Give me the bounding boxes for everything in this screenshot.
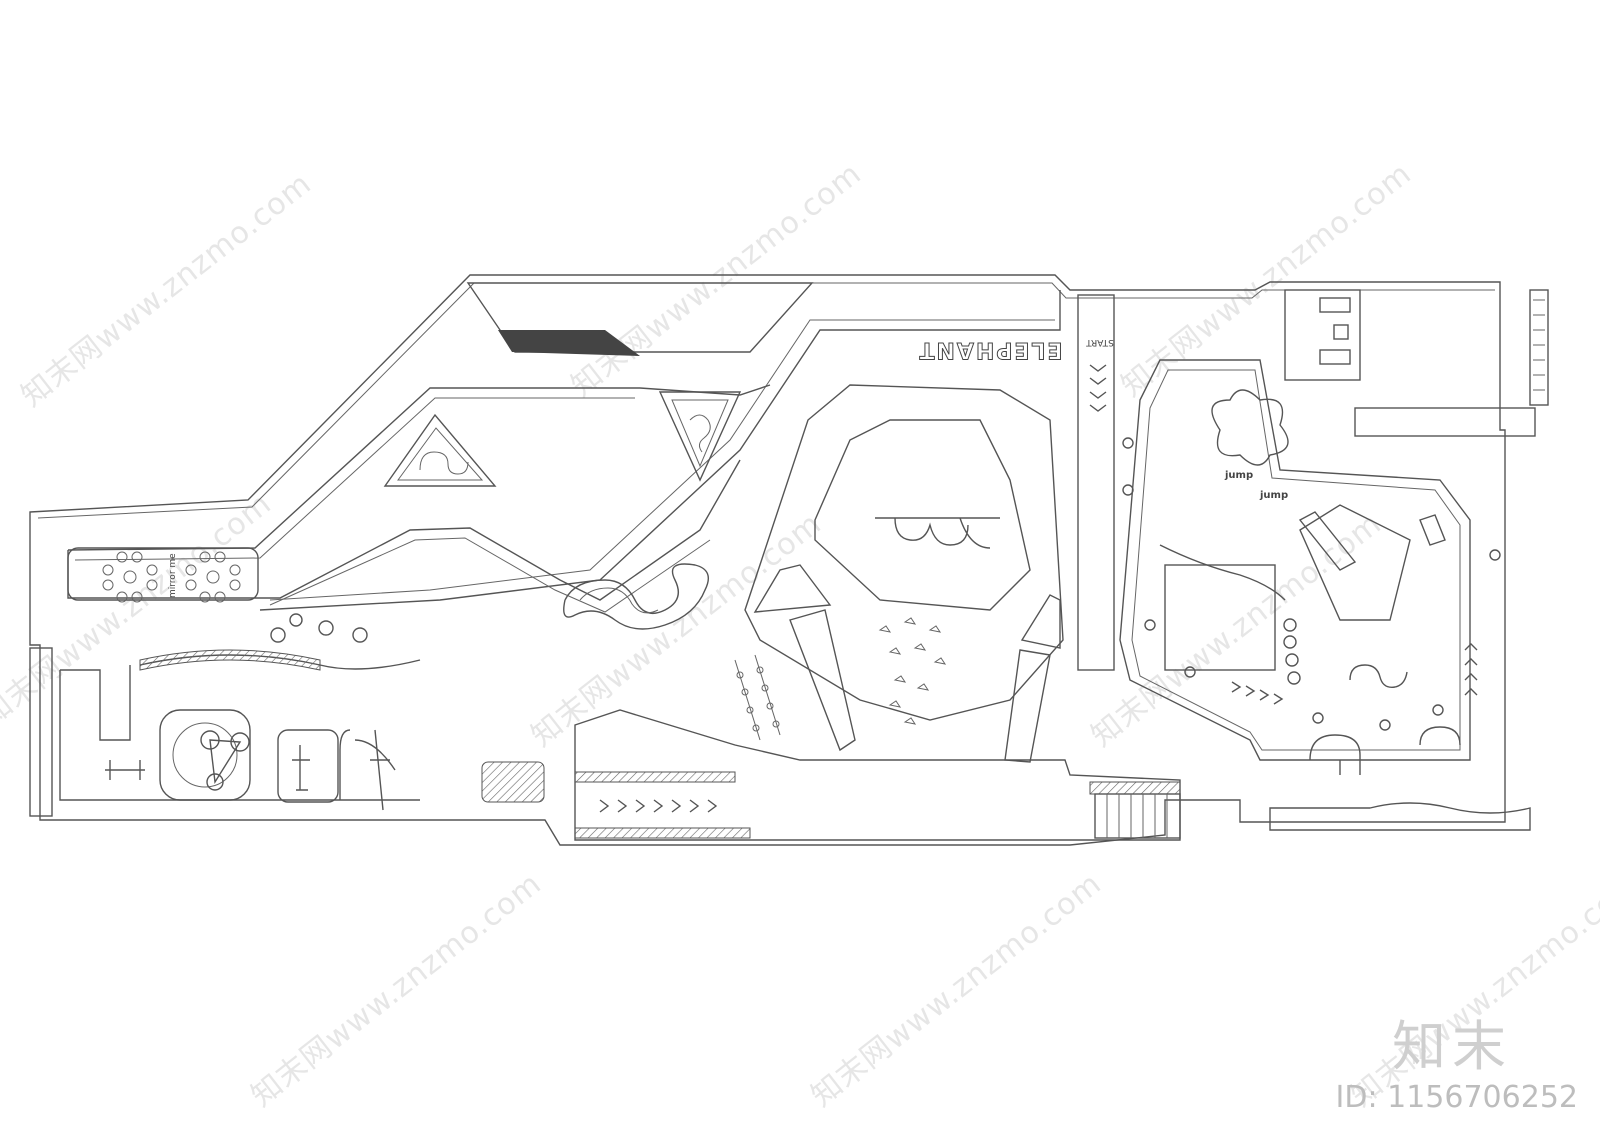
pit-area <box>1164 564 1276 671</box>
banner-label: ELEPHANT <box>917 337 1062 362</box>
ball-icon <box>1432 704 1444 716</box>
rope-course <box>1159 544 1286 601</box>
cycle-ring <box>172 722 238 788</box>
chevron-column-right <box>1464 643 1478 696</box>
flower-icon <box>1211 389 1289 466</box>
ball-icon <box>1144 619 1156 631</box>
logo-mark <box>689 414 711 453</box>
chevron-column <box>1089 364 1107 412</box>
left-wall <box>29 647 53 817</box>
lever-icon <box>105 760 145 780</box>
machine-icon <box>292 745 310 791</box>
rope-ladder <box>734 654 781 741</box>
button-column <box>1283 618 1301 685</box>
machine-room-2 <box>339 729 396 800</box>
slide-ramp-left <box>789 609 856 752</box>
treadmill-icon <box>1319 349 1351 365</box>
slide-triangle-right <box>1020 594 1061 649</box>
banner-path-inner <box>269 319 1055 601</box>
lower-platform <box>574 709 1181 841</box>
ball-icon <box>1122 484 1134 496</box>
stair-lines <box>1106 794 1168 838</box>
elephant-icon <box>1419 726 1461 746</box>
path-lane-3 <box>67 459 741 601</box>
ball-icon <box>1122 437 1134 449</box>
ramp-dark <box>498 330 640 356</box>
logo-large <box>563 563 709 630</box>
button-circle <box>352 627 368 643</box>
ball-icon <box>1184 666 1196 678</box>
triangle-pad-1-inner <box>397 427 484 481</box>
mirror-pad <box>67 547 259 601</box>
elephant-icon <box>1309 734 1361 775</box>
slide-triangle-left <box>753 564 832 613</box>
ball-icon <box>1379 719 1391 731</box>
vertical-rack <box>1529 289 1549 406</box>
triangle-pad-2 <box>658 391 742 482</box>
button-circle <box>270 627 286 643</box>
gear-track-hatch <box>139 649 321 671</box>
slide-ramp-right <box>1004 649 1051 763</box>
button-circle <box>318 620 334 636</box>
hatched-strip-bottom <box>574 827 751 839</box>
arrow-row <box>599 799 718 813</box>
banner-path <box>259 290 1061 611</box>
path-lane-4 <box>269 537 711 613</box>
triangle-island <box>1299 504 1411 621</box>
cycle-room <box>159 709 251 801</box>
triangle-pad-2-inner <box>671 399 729 468</box>
bike-icon <box>200 730 250 791</box>
jump-label-1: jump <box>1224 470 1253 481</box>
central-zone <box>814 419 1031 611</box>
panel-icon <box>1333 324 1349 340</box>
logo-right <box>1349 664 1408 688</box>
logo-mark <box>419 451 469 475</box>
logo-center <box>875 517 1000 549</box>
start-lane <box>1077 294 1115 671</box>
central-area <box>744 384 1064 721</box>
seesaw-icon <box>1419 514 1446 546</box>
rack-pattern <box>1533 299 1545 391</box>
swing-icon <box>370 729 390 811</box>
climbing-holds <box>878 617 947 725</box>
button-circle <box>289 613 303 627</box>
jump-label-2: jump <box>1259 490 1288 501</box>
machine-room <box>277 729 339 803</box>
mirror-circles-left <box>102 551 158 603</box>
ball-icon <box>1312 712 1324 724</box>
image-id: ID: 1156706252 <box>1335 1080 1578 1115</box>
start-label: START <box>1086 337 1114 347</box>
counter-bar <box>1354 407 1536 437</box>
hatched-block <box>481 761 545 803</box>
treadmill-icon <box>1319 297 1351 313</box>
inner-boundary <box>37 282 1495 519</box>
brand-logo: 知末 <box>1392 1015 1512 1078</box>
right-zone-inner <box>1131 369 1461 751</box>
ramp-top <box>466 282 814 353</box>
right-zone-outer <box>1119 359 1471 761</box>
stair-block <box>1094 793 1181 839</box>
logo-large-inner <box>579 587 659 614</box>
path-lane-1 <box>67 384 771 551</box>
triangle-pad-1 <box>383 413 497 487</box>
bottom-right-bench <box>1269 802 1531 831</box>
arrow-row-right <box>1231 681 1284 705</box>
hatched-strip-right <box>1089 781 1181 795</box>
equipment-room <box>1284 289 1361 381</box>
path-lane-2 <box>74 397 635 561</box>
mirror-circles-right <box>185 551 241 603</box>
mirror-label: mirror me <box>168 553 178 598</box>
slide-right <box>1298 511 1357 571</box>
hatched-strip-left <box>574 771 736 783</box>
ball-icon <box>1489 549 1501 561</box>
room-outline <box>59 665 420 801</box>
outer-boundary <box>29 274 1506 846</box>
